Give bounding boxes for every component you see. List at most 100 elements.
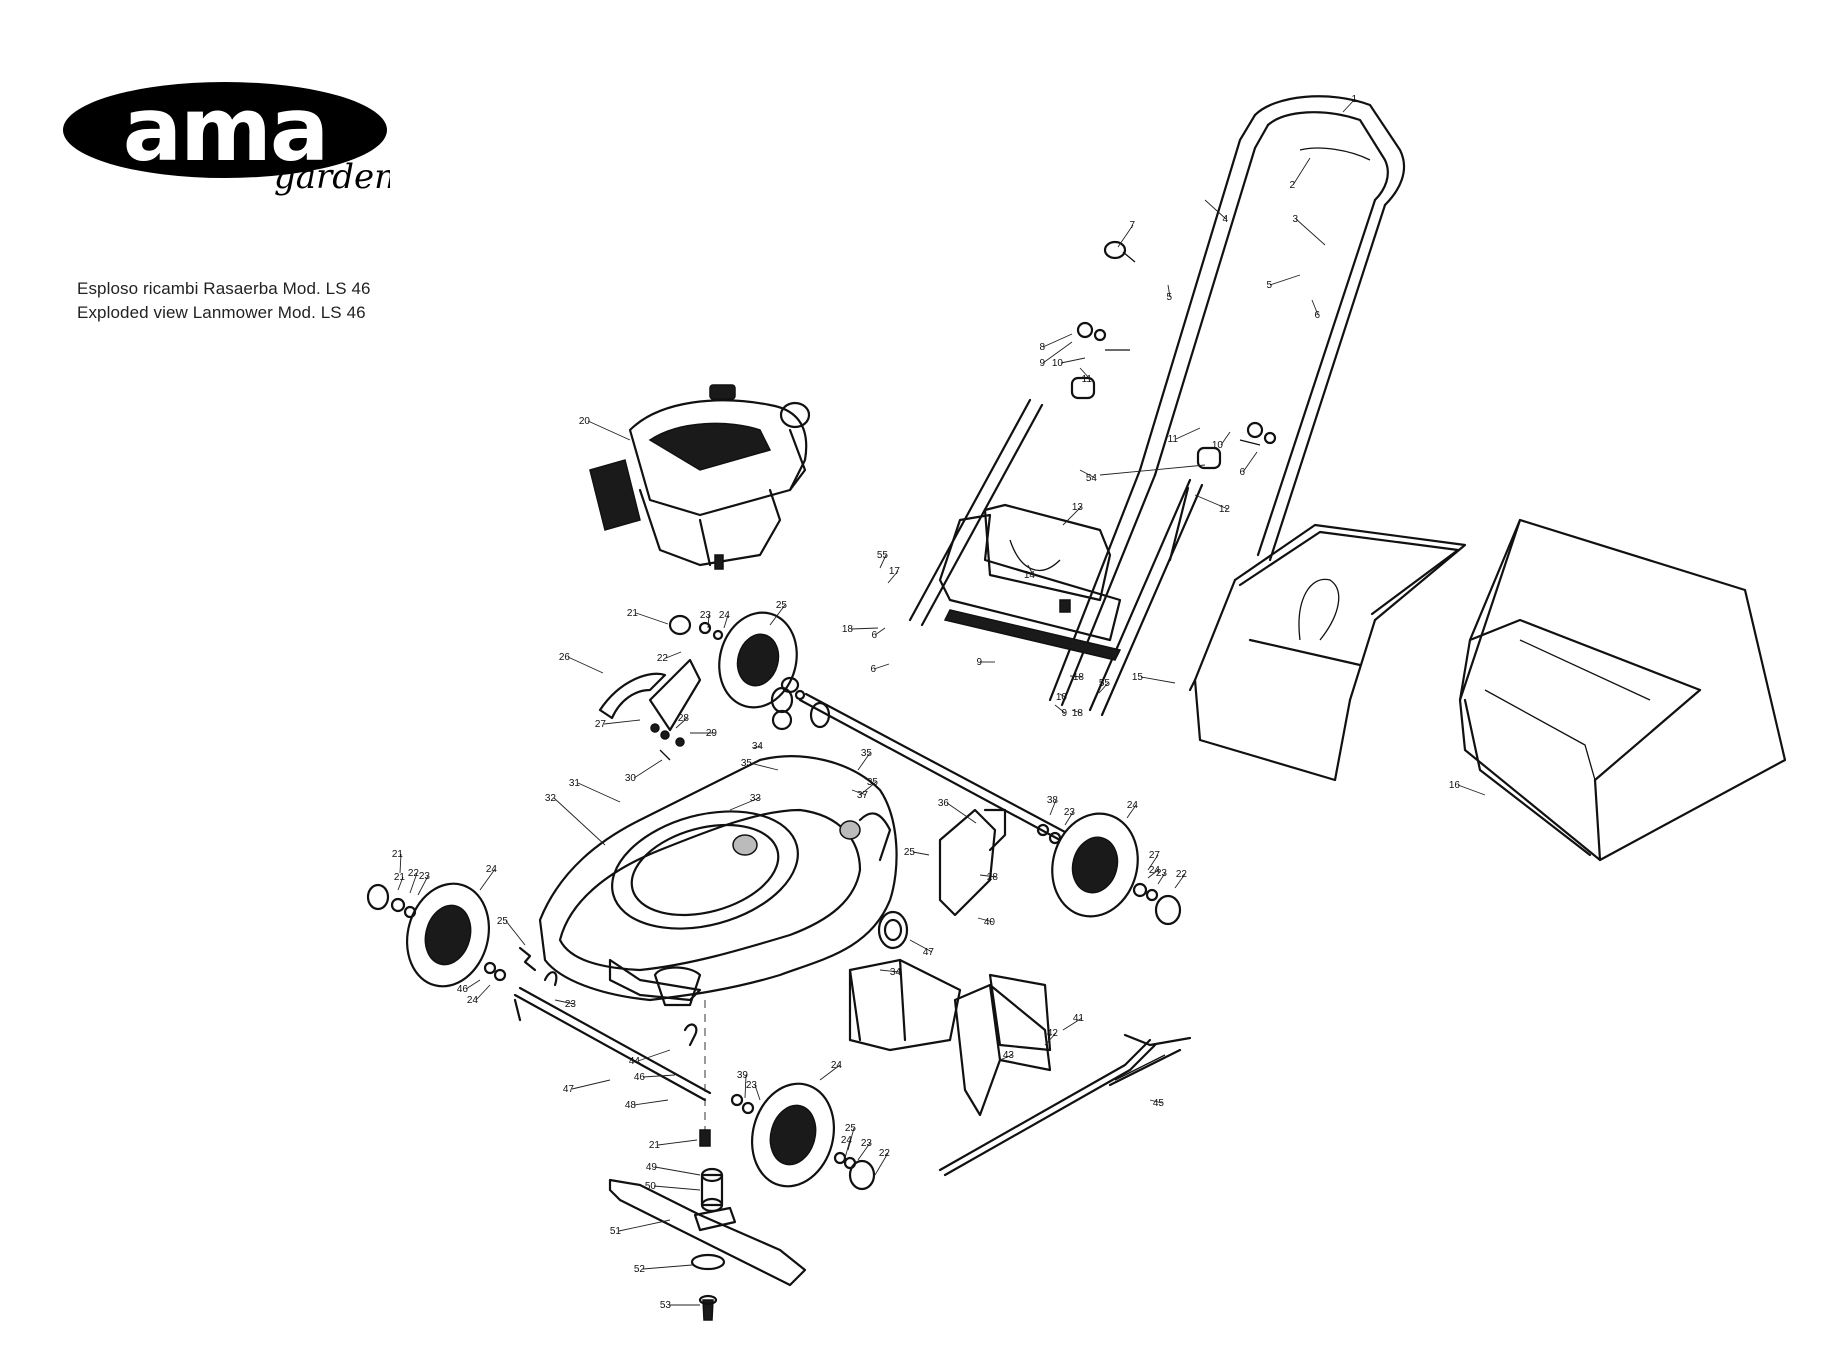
- part-number-label: 37: [857, 790, 869, 801]
- part-number-label: 27: [595, 719, 607, 730]
- leader-line: [873, 663, 890, 670]
- part-number-label: 9: [1039, 358, 1045, 369]
- leader-line: [1149, 1099, 1163, 1104]
- part-number-label: 26: [559, 652, 571, 663]
- leader-line: [844, 1139, 851, 1159]
- leader-line: [675, 717, 688, 729]
- leader-line: [749, 762, 779, 771]
- cable-tie-7: [1103, 240, 1136, 263]
- part-number-label: 29: [706, 728, 718, 739]
- leader-line: [879, 554, 887, 569]
- leader-line: [1147, 854, 1159, 871]
- part-number-label: 23: [419, 871, 431, 882]
- leader-line: [397, 876, 404, 891]
- part-number-label: 13: [1072, 502, 1084, 513]
- part-number-label: 25: [845, 1123, 857, 1134]
- leader-line: [665, 651, 682, 659]
- part-number-label: 53: [660, 1300, 672, 1311]
- leader-line: [847, 1127, 855, 1151]
- leader-line: [635, 612, 669, 625]
- grass-catcher-frame: [1188, 523, 1467, 782]
- part-number-label: 35: [867, 777, 879, 788]
- part-number-label: 51: [610, 1226, 622, 1237]
- part-number-label: 6: [870, 664, 876, 675]
- part-number-label: 34: [752, 741, 764, 752]
- leader-line: [642, 1264, 693, 1270]
- leader-line: [1064, 811, 1074, 826]
- part-number-label: 48: [625, 1100, 637, 1111]
- spring-46: [518, 946, 698, 1047]
- part-number-label: 22: [657, 653, 669, 664]
- leader-line: [618, 1219, 671, 1232]
- rear-wheel-upper: [668, 611, 806, 709]
- ama-garden-logo: ama garden: [63, 78, 390, 197]
- leader-line: [642, 1074, 676, 1078]
- part-number-label: 33: [750, 793, 762, 804]
- part-number-label: 9: [1061, 708, 1067, 719]
- side-discharge: [953, 973, 1052, 1117]
- part-number-label: 6: [871, 630, 877, 641]
- leader-line: [1175, 427, 1201, 440]
- leader-line: [567, 656, 604, 674]
- leader-line: [475, 984, 491, 1001]
- engine: [589, 384, 811, 570]
- grass-indicator: [938, 503, 1122, 661]
- part-number-label: 5: [1166, 292, 1172, 303]
- part-number-label: 46: [634, 1072, 646, 1083]
- part-number-label: 25: [904, 847, 916, 858]
- part-number-label: 5: [1266, 280, 1272, 291]
- leader-line: [744, 1074, 747, 1099]
- leader-line: [653, 1185, 701, 1191]
- leader-line: [874, 1152, 889, 1176]
- leader-line: [754, 1084, 761, 1101]
- leader-line: [603, 719, 641, 725]
- leader-line: [637, 1049, 671, 1062]
- leader-line: [1269, 274, 1301, 286]
- part-number-label: 10: [1056, 692, 1068, 703]
- leader-line: [1457, 784, 1486, 796]
- part-number-label: 55: [1099, 678, 1111, 689]
- leader-line: [1042, 341, 1073, 364]
- part-number-label: 28: [678, 713, 690, 724]
- leader-line: [977, 917, 994, 923]
- leader-line: [1062, 1017, 1083, 1031]
- part-number-label: 18: [1072, 708, 1084, 719]
- part-number-label: 24: [841, 1135, 853, 1146]
- pivot-36: [771, 709, 793, 731]
- caption-english: Exploded view Lanmower Mod. LS 46: [77, 303, 366, 322]
- part-number-label: 50: [645, 1181, 657, 1192]
- leader-line: [505, 920, 526, 946]
- leader-line: [409, 872, 418, 894]
- leader-line: [752, 745, 762, 749]
- part-number-label: 15: [1132, 672, 1144, 683]
- part-number-label: 21: [394, 872, 406, 883]
- height-rod: [938, 1033, 1192, 1177]
- leader-line: [857, 1142, 871, 1161]
- part-number-label: 21: [392, 849, 404, 860]
- part-number-label: 4: [1222, 214, 1228, 225]
- leader-line: [553, 797, 606, 846]
- part-number-label: 40: [984, 917, 996, 928]
- leader-line: [912, 851, 930, 856]
- leader-line: [723, 614, 729, 629]
- leader-line: [571, 1079, 611, 1090]
- leader-line: [1126, 804, 1137, 819]
- leader-line: [909, 939, 933, 953]
- leader-line: [1204, 199, 1227, 220]
- leader-line: [1140, 676, 1176, 684]
- leader-line: [859, 781, 877, 796]
- part-number-label: 24: [486, 864, 498, 875]
- leader-line: [1174, 873, 1186, 889]
- leader-line: [887, 570, 899, 584]
- part-number-label: 7: [1129, 220, 1135, 231]
- part-number-label: 10: [1212, 440, 1224, 451]
- blade-assembly: [608, 1129, 807, 1321]
- leader-line: [1060, 357, 1086, 364]
- leader-line: [851, 789, 867, 796]
- leader-line: [465, 979, 481, 990]
- part-number-label: 35: [741, 758, 753, 769]
- part-number-label: 2: [1289, 180, 1295, 191]
- part-number-label: 14: [1024, 570, 1036, 581]
- leader-line: [1292, 157, 1311, 186]
- leader-line: [1220, 431, 1231, 446]
